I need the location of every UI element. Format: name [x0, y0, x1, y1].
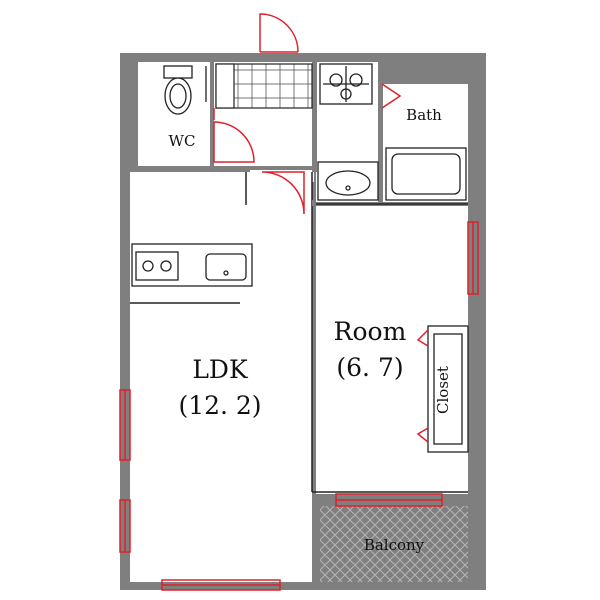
bath-label: Bath: [406, 106, 442, 124]
room-labels: LDK (12. 2) Room (6. 7) WC Bath Closet B…: [169, 106, 452, 554]
room-size: (6. 7): [336, 353, 403, 382]
ldk-size: (12. 2): [178, 391, 261, 420]
partitions: [130, 172, 470, 493]
toilet-icon: [163, 65, 207, 115]
balcony-space: [320, 506, 468, 582]
kitchen-counter: [131, 243, 253, 287]
closet-box: [427, 325, 469, 453]
ldk-space: [130, 172, 312, 582]
stove-icon: [135, 251, 179, 281]
cooktop-icon: [319, 63, 373, 105]
ldk-label: LDK: [192, 355, 249, 384]
wc-label: WC: [169, 132, 196, 150]
balcony-label: Balcony: [364, 536, 425, 554]
room-label: Room: [334, 317, 407, 346]
laundry-pan: [215, 63, 313, 109]
closet-label: Closet: [434, 366, 452, 414]
bathtub-icon: [385, 147, 467, 201]
washbasin-icon: [317, 161, 379, 201]
doors-and-windows: [119, 13, 479, 591]
sink-icon: [205, 253, 247, 281]
